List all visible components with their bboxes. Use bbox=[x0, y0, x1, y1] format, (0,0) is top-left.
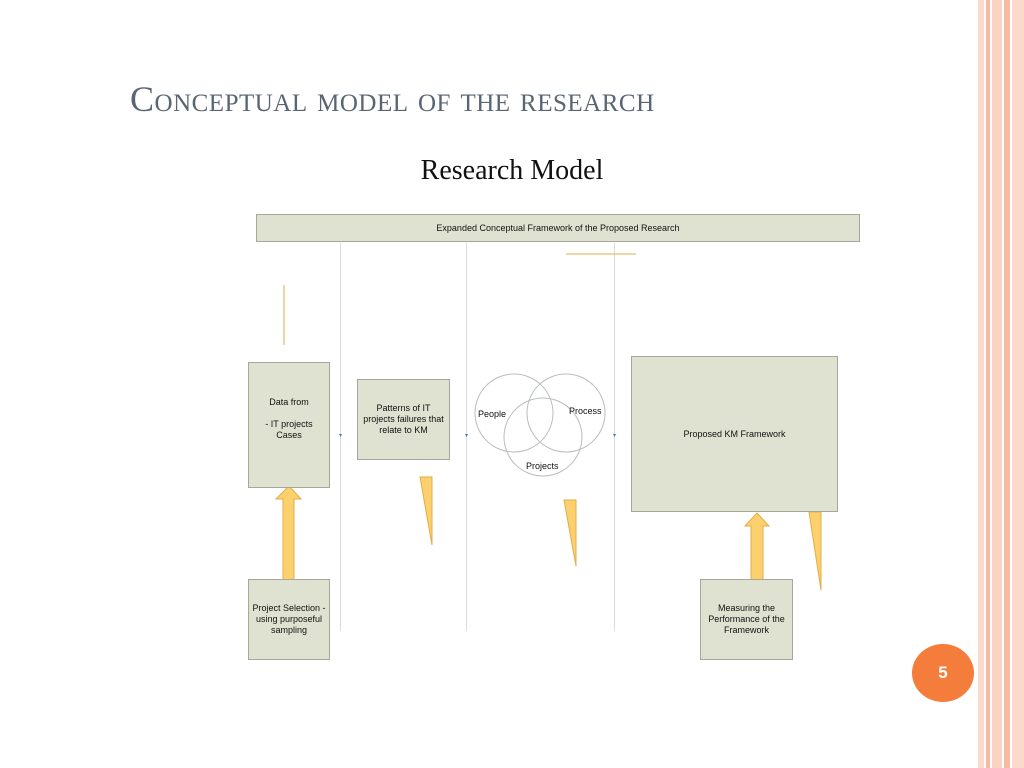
diagram-subtitle: Research Model bbox=[420, 155, 604, 186]
arrow-selection-to-data bbox=[274, 485, 303, 581]
venn-circle-process bbox=[526, 373, 606, 453]
decor-stripe-3 bbox=[992, 0, 1002, 768]
arrow-patterns-down bbox=[419, 476, 433, 546]
venn-circle-projects bbox=[503, 397, 583, 477]
decor-stripe-5 bbox=[1012, 0, 1024, 768]
decor-stripe-4 bbox=[1004, 0, 1010, 768]
patterns-box: Patterns of IT projects failures that re… bbox=[357, 379, 450, 460]
connector-tick-1: ▾ bbox=[339, 433, 343, 439]
connector-tick-2: ▾ bbox=[465, 433, 469, 439]
page-number-badge: 5 bbox=[912, 644, 974, 702]
arrow-measuring-to-km bbox=[743, 512, 771, 581]
arrow-km-to-measuring bbox=[808, 511, 822, 591]
venn-label-process: Process bbox=[569, 406, 602, 416]
decor-stripe-2 bbox=[986, 0, 990, 768]
column-divider-2 bbox=[466, 243, 467, 631]
connector-tick-3: ▾ bbox=[613, 433, 617, 439]
measuring-box: Measuring the Performance of the Framewo… bbox=[700, 579, 793, 660]
framework-header: Expanded Conceptual Framework of the Pro… bbox=[256, 214, 860, 242]
venn-label-people: People bbox=[478, 409, 507, 419]
km-framework-box: Proposed KM Framework bbox=[631, 356, 838, 512]
column-divider-1 bbox=[340, 243, 341, 631]
column-divider-3 bbox=[614, 243, 615, 631]
decor-stripe-1 bbox=[978, 0, 984, 768]
venn-circle-people bbox=[474, 373, 554, 453]
slide-title: Conceptual model of the research bbox=[130, 79, 655, 119]
arrow-venn-to-km bbox=[563, 499, 577, 567]
data-from-box: Data from - IT projects Cases bbox=[248, 362, 330, 488]
venn-label-projects: Projects bbox=[526, 461, 559, 471]
project-selection-box: Project Selection -using purposeful samp… bbox=[248, 579, 330, 660]
